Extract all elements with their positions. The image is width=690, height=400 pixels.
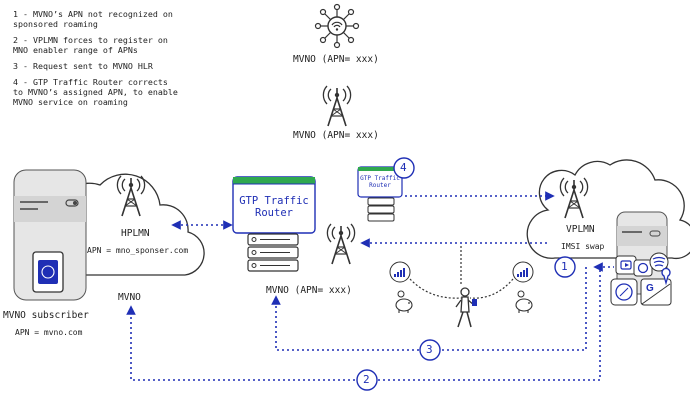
google-maps-icon: G: [640, 267, 672, 306]
imsi-swap-label: IMSI swap: [561, 242, 605, 251]
note-2: 2 - VPLMN forces to register on MNO enab…: [13, 35, 213, 55]
notes-list: 1 - MVNO’s APN not recognized on sponsor…: [13, 9, 213, 113]
cell-tower-icon: [326, 223, 356, 265]
message-icon: [633, 259, 653, 277]
vplmn-label: VPLMN: [566, 224, 595, 235]
note-4-line-3: MVNO service on roaming: [13, 97, 128, 107]
note-4-line-2: to MVNO’s assigned APN, to enable: [13, 87, 178, 97]
gtp-traffic-router-card: [232, 176, 316, 234]
cell-tower-icon: [322, 85, 352, 127]
app-tile-icon: [615, 255, 637, 275]
note-4-line-1: 4 - GTP Traffic Router corrects: [13, 77, 168, 87]
step-badge-4: [393, 157, 415, 179]
hplmn-label: HPLMN: [121, 228, 150, 239]
step-3-number: 3: [426, 343, 433, 356]
mvno-mid-label: MVNO (APN= xxx): [293, 130, 379, 141]
step-2-number: 2: [363, 373, 370, 386]
subscriber-apn-label: APN = mvno.com: [15, 328, 83, 337]
svg-text:G: G: [646, 283, 654, 294]
router-title: GTP Traffic Router: [239, 195, 309, 219]
signal-bars-icon: [512, 261, 534, 283]
mvno-top-label: MVNO (APN= xxx): [293, 54, 379, 65]
sim-card-icon: [32, 251, 64, 293]
note-1: 1 - MVNO’s APN not recognized on sponsor…: [13, 9, 213, 29]
piggy-bank-icon: [515, 290, 533, 314]
network-hub-icon: [314, 3, 360, 49]
spotify-icon: [649, 252, 669, 272]
note-2-line-2: MNO enabler range of APNs: [13, 45, 138, 55]
subscriber-label: MVNO subscriber: [3, 310, 89, 321]
step-badge-2: [356, 369, 378, 391]
flow-connectors: [126, 191, 614, 381]
note-3-line-1: 3 - Request sent to MVNO HLR: [13, 61, 153, 71]
signal-bars-icon: [389, 261, 411, 283]
step-4-number: 4: [400, 161, 407, 174]
note-2-line-1: 2 - VPLMN forces to register on: [13, 35, 168, 45]
note-1-line-2: sponsored roaming: [13, 19, 98, 29]
gtp-traffic-router-small-card: [357, 166, 403, 198]
hplmn-apn-label: APN = mno_sponser.com: [87, 246, 189, 255]
note-1-line-1: 1 - MVNO’s APN not recognized on: [13, 9, 173, 19]
compass-icon: [610, 278, 638, 306]
step-badge-3: [419, 339, 441, 361]
hplmn-cloud: [59, 173, 205, 276]
step-badge-1: [554, 256, 576, 278]
phone-icon: [13, 169, 87, 301]
router-small-title: GTP Traffic Router: [360, 175, 400, 189]
traveler-icon: [455, 287, 477, 328]
mvno-main-label: MVNO (APN= xxx): [266, 285, 352, 296]
note-4: 4 - GTP Traffic Router corrects to MVNO’…: [13, 77, 213, 107]
server-icon: [247, 233, 299, 272]
step-1-number: 1: [561, 260, 568, 273]
mvno-label: MVNO: [118, 292, 141, 303]
server-icon: [367, 197, 395, 222]
piggy-bank-icon: [395, 290, 413, 314]
note-3: 3 - Request sent to MVNO HLR: [13, 61, 213, 71]
